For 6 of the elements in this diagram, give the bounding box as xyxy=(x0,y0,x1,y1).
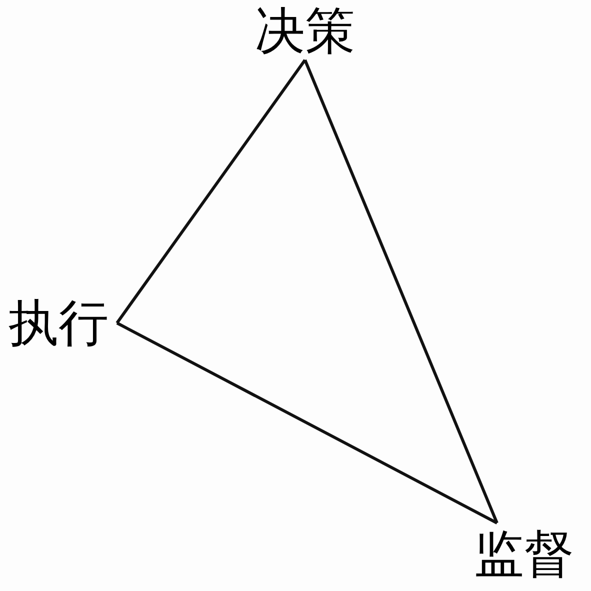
vertex-label: 监督 xyxy=(462,523,586,585)
vertex-label: 执行 xyxy=(0,294,117,352)
vertex-label: 决策 xyxy=(246,2,364,60)
triangle-side-line xyxy=(304,59,498,524)
triangle-side-line xyxy=(116,322,498,524)
triangle-side-line xyxy=(116,59,306,324)
